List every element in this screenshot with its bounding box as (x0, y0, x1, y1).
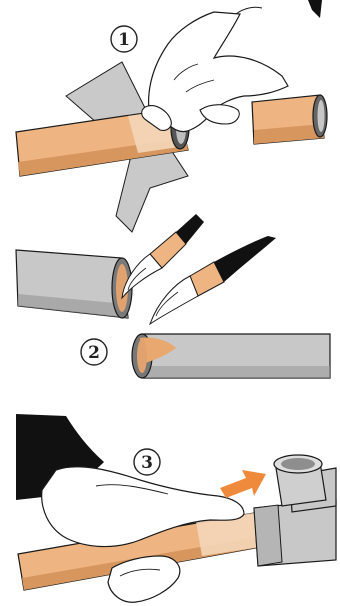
hand-icon (141, 6, 289, 133)
step-2-badge: 2 (80, 338, 108, 366)
step-1-badge: 1 (110, 25, 138, 53)
hand-icon-3 (41, 466, 245, 603)
brush-icon-2 (149, 236, 276, 326)
brush-icon (121, 214, 204, 300)
arrow-right-icon (220, 470, 266, 498)
tee-fitting (253, 454, 337, 567)
step-3-badge: 3 (133, 448, 161, 476)
step-3-panel: 3 (16, 414, 337, 603)
copper-pipe-short (251, 94, 328, 145)
pvc-pipe-upper (15, 249, 133, 319)
step-1-number: 1 (118, 30, 130, 50)
step-2-number: 2 (88, 343, 100, 363)
step-1-panel: 1 (15, 0, 328, 233)
step-3-number: 3 (141, 453, 153, 473)
pvc-pipe-lower (131, 333, 331, 379)
step-2-panel: 2 (15, 214, 331, 379)
sleeve-corner (308, 0, 322, 18)
